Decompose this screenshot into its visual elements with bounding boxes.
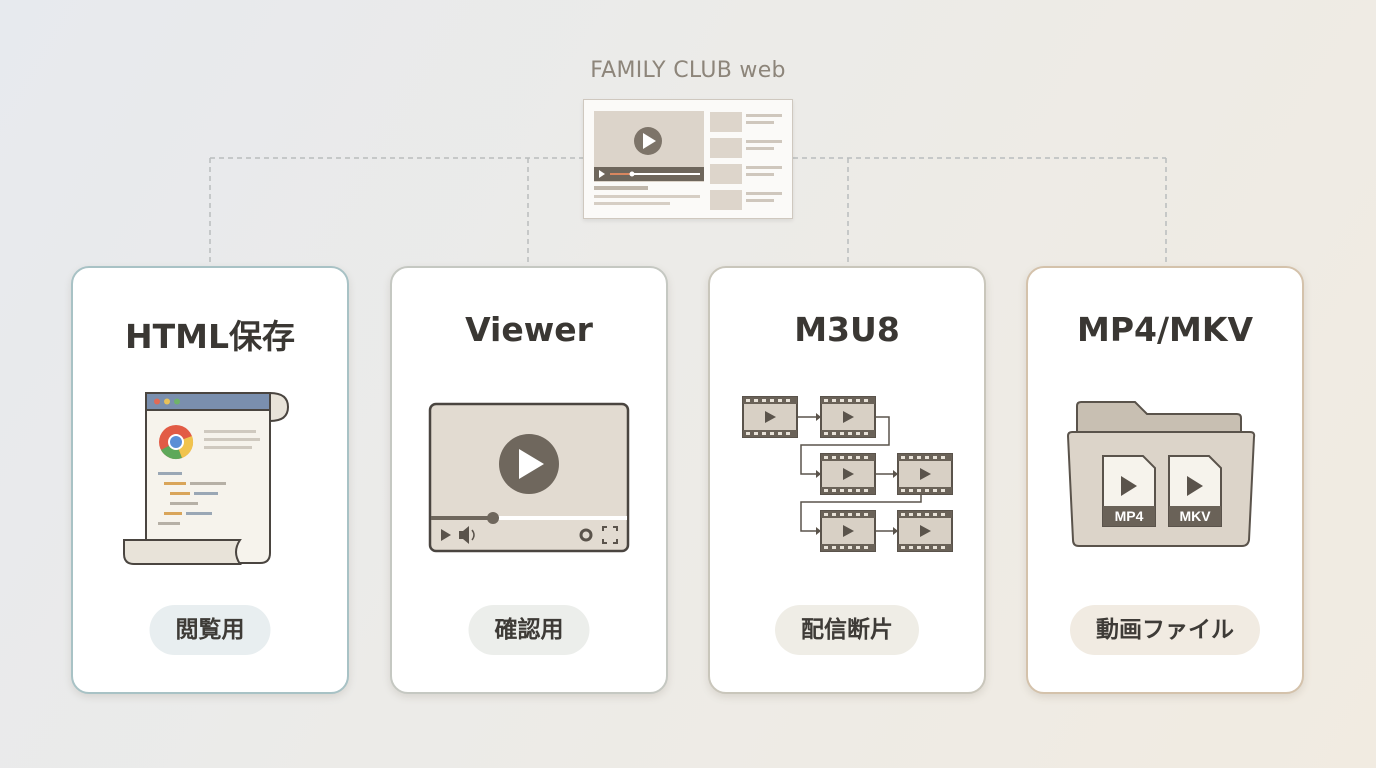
card-title: Viewer bbox=[465, 310, 593, 349]
tag-pill: 動画ファイル bbox=[1070, 605, 1260, 655]
card-m3u8: M3U8 bbox=[708, 266, 986, 694]
card-viewer: Viewer 確認用 bbox=[390, 266, 668, 694]
file-label: MKV bbox=[1179, 508, 1211, 524]
mp4-file-icon: MP4 bbox=[1102, 455, 1156, 527]
tag-pill: 閲覧用 bbox=[149, 605, 271, 655]
tag-pill: 確認用 bbox=[468, 605, 590, 655]
html-document-scroll-icon bbox=[73, 378, 347, 578]
video-segments-icon bbox=[710, 378, 984, 578]
card-mp4-mkv: MP4/MKV MP4 MKV 動画ファイル bbox=[1026, 266, 1304, 694]
root-title: FAMILY CLUB web bbox=[590, 58, 786, 83]
tag-pill: 配信断片 bbox=[775, 605, 919, 655]
card-title: HTML保存 bbox=[125, 317, 295, 356]
card-title: MP4/MKV bbox=[1077, 310, 1253, 349]
card-title: M3U8 bbox=[794, 310, 900, 349]
video-files-folder-icon: MP4 MKV bbox=[1028, 378, 1302, 578]
mkv-file-icon: MKV bbox=[1168, 455, 1222, 527]
video-player-icon bbox=[392, 378, 666, 578]
website-thumbnail bbox=[583, 99, 793, 219]
card-html-save: HTML保存 bbox=[71, 266, 349, 694]
file-label: MP4 bbox=[1115, 508, 1144, 524]
